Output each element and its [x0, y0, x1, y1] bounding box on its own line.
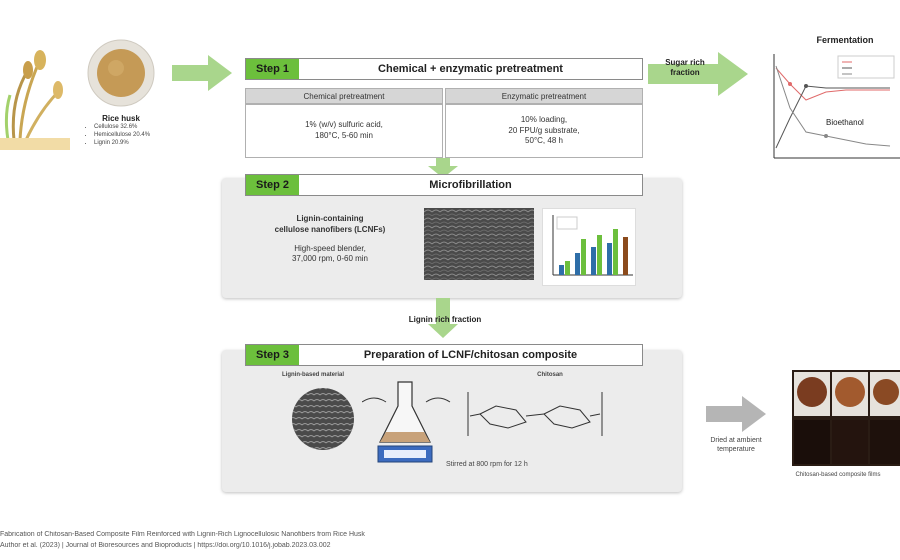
- stir-conditions: Stirred at 800 rpm for 12 h: [446, 461, 528, 468]
- rice-plant-illustration: [0, 40, 70, 150]
- step1-tag: Step 1: [246, 59, 300, 79]
- chemical-line-1: 1% (w/v) sulfuric acid,: [305, 120, 383, 130]
- enzymatic-line-2: 20 FPU/g substrate,: [508, 125, 580, 135]
- composite-films-photo: [792, 370, 900, 466]
- lignin-material-image: [290, 386, 356, 452]
- sugar-rich-label: Sugar rich fraction: [650, 58, 720, 79]
- step1-box: Step 1 Chemical + enzymatic pretreatment…: [245, 58, 643, 158]
- chitosan-structure: [460, 384, 610, 444]
- dried-arrow: [706, 396, 766, 437]
- dried-line-2: temperature: [717, 446, 755, 454]
- step3-header: Step 3 Preparation of LCNF/chitosan comp…: [245, 344, 643, 366]
- figure-caption-citation: Author et al. (2023) | Journal of Biores…: [0, 542, 331, 549]
- composite-films-label: Chitosan-based composite films: [795, 472, 881, 478]
- lcnf-bar-chart: [542, 208, 636, 286]
- step1-title: Chemical + enzymatic pretreatment: [378, 63, 563, 75]
- step1-header: Step 1 Chemical + enzymatic pretreatment: [245, 58, 643, 80]
- lcnf-description: Lignin-containing cellulose nanofibers (…: [240, 214, 420, 265]
- bioethanol-label: Bioethanol: [826, 118, 864, 127]
- step2-title: Microfibrillation: [429, 179, 512, 191]
- enzymatic-pretreatment-header: Enzymatic pretreatment: [445, 88, 643, 104]
- step3-tag: Step 3: [246, 345, 300, 365]
- lcnf-product-line-1: Lignin-containing: [296, 214, 364, 223]
- lignin-material-label: Lignin-based material: [281, 372, 344, 378]
- enzymatic-line-1: 10% loading,: [520, 114, 568, 124]
- sugar-rich-arrow: [648, 52, 748, 101]
- step2-header: Step 2 Microfibrillation: [245, 174, 643, 196]
- rice-husk-label: Rice husk: [102, 114, 140, 123]
- arrow-step2-to-step3: [428, 298, 458, 343]
- step3-title: Preparation of LCNF/chitosan composite: [363, 349, 578, 361]
- dried-label: Dried at ambient temperature: [696, 436, 776, 454]
- sugar-rich-line-1: Sugar rich: [665, 58, 705, 67]
- lcnf-sem-image: [424, 208, 534, 280]
- arrow-step1-to-step2: [428, 158, 458, 183]
- sugar-rich-line-2: fraction: [670, 68, 700, 78]
- arrow-to-step1: [172, 55, 232, 96]
- fermentation-title: Fermentation: [816, 35, 874, 45]
- step2-tag: Step 2: [246, 175, 300, 195]
- dried-line-1: Dried at ambient: [710, 437, 762, 444]
- lcnf-process-line-1: High-speed blender,: [294, 243, 366, 253]
- chemical-pretreatment-conditions: 1% (w/v) sulfuric acid, 180°C, 5-60 min: [245, 104, 443, 158]
- composition-item: Lignin 20.9%: [94, 140, 204, 148]
- lcnf-product-line-2: cellulose nanofibers (LCNFs): [274, 224, 386, 234]
- flask-on-stirrer: [374, 380, 436, 470]
- composition-item: Cellulose 32.6%: [94, 124, 204, 132]
- fermentation-plot: [760, 48, 900, 170]
- enzymatic-line-3: 50°C, 48 h: [525, 136, 563, 146]
- figure-caption-title: Fabrication of Chitosan-Based Composite …: [0, 531, 365, 538]
- composition-item: Hemicellulose 20.4%: [94, 132, 204, 140]
- mixing-arrows: [361, 392, 452, 417]
- rice-husk-composition-list: Cellulose 32.6% Hemicellulose 20.4% Lign…: [84, 124, 204, 147]
- chitosan-label: Chitosan: [537, 372, 563, 378]
- lcnf-process-line-2: 37,000 rpm, 0-60 min: [291, 254, 369, 264]
- chemical-pretreatment-header: Chemical pretreatment: [245, 88, 443, 104]
- lignin-rich-label: Lignin rich fraction: [408, 315, 482, 324]
- enzymatic-pretreatment-conditions: 10% loading, 20 FPU/g substrate, 50°C, 4…: [445, 104, 643, 158]
- chemical-line-2: 180°C, 5-60 min: [315, 131, 373, 140]
- rice-husk-image: [86, 38, 156, 108]
